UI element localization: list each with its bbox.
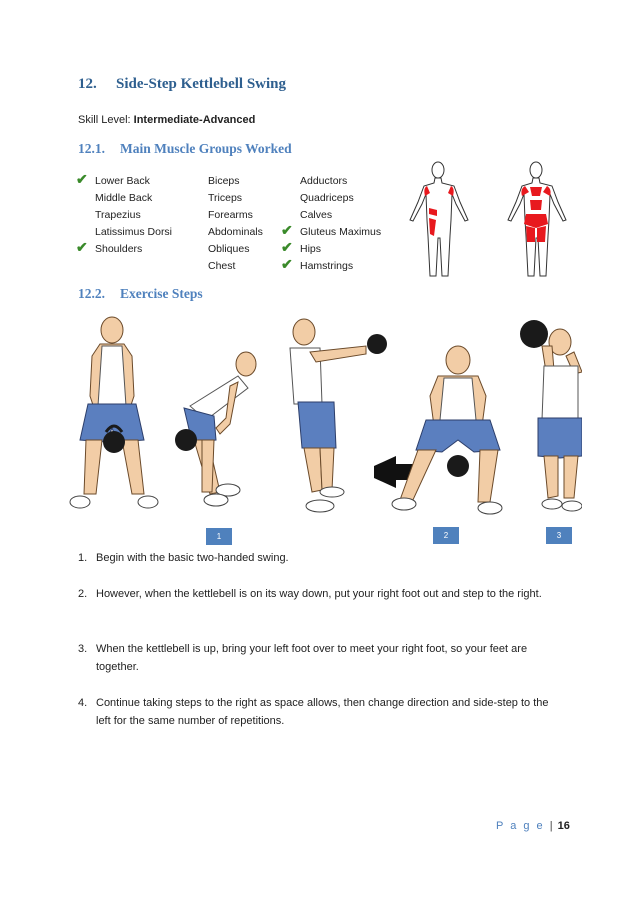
muscle-item: ✔Lower Back	[76, 171, 150, 187]
muscle-item: Adductors	[300, 175, 348, 187]
muscle-item: Biceps	[208, 175, 240, 187]
section-steps-title: Exercise Steps	[120, 286, 203, 301]
step-badge-1: 1	[206, 528, 232, 545]
heading-title: Side-Step Kettlebell Swing	[116, 76, 287, 92]
section-muscles-title: Main Muscle Groups Worked	[120, 141, 292, 156]
step-badge-2: 2	[433, 527, 459, 544]
check-icon: ✔	[281, 239, 293, 255]
heading-number: 12.	[78, 76, 97, 92]
muscle-item: ✔Gluteus Maximus	[281, 222, 382, 238]
muscle-item: ✔Shoulders	[76, 239, 143, 255]
check-icon: ✔	[281, 256, 293, 272]
page-label: P a g e	[496, 820, 545, 832]
step-item: 2.However, when the kettlebell is on its…	[78, 588, 542, 600]
muscle-item: ✔Hamstrings	[281, 256, 354, 272]
step-item: 3.When the kettlebell is up, bring your …	[78, 643, 528, 673]
muscle-column-2: Biceps Triceps Forearms Abdominals Obliq…	[208, 173, 263, 275]
step-item: 1.Begin with the basic two-handed swing.	[78, 552, 289, 564]
page-number: 16	[557, 820, 570, 832]
skill-value: Intermediate-Advanced	[133, 114, 256, 126]
figure-standing-hold	[69, 316, 159, 509]
figure-overhead	[520, 320, 582, 512]
muscle-item: Forearms	[208, 209, 253, 221]
check-icon: ✔	[76, 239, 88, 255]
muscle-item: Trapezius	[95, 209, 141, 221]
muscle-column-3: Adductors Quadriceps Calves ✔Gluteus Max…	[281, 173, 382, 275]
muscle-item: Latissimus Dorsi	[95, 226, 173, 238]
skill-level: Skill Level: Intermediate-Advanced	[78, 114, 255, 126]
check-icon: ✔	[76, 171, 88, 187]
step-badge-3: 3	[546, 527, 572, 544]
back-body-figure	[507, 161, 567, 277]
figure-arms-extended	[289, 318, 387, 513]
muscle-item: Chest	[208, 260, 236, 272]
muscle-item: Calves	[300, 209, 333, 221]
check-icon: ✔	[281, 222, 293, 238]
exercise-heading: 12. Side-Step Kettlebell Swing	[78, 76, 286, 93]
muscle-item: Abdominals	[208, 226, 263, 238]
muscle-item: Middle Back	[95, 192, 153, 204]
muscle-item: Triceps	[208, 192, 243, 204]
muscle-anatomy-diagram	[409, 161, 567, 277]
muscle-item: ✔Hips	[281, 239, 322, 255]
skill-label: Skill Level:	[78, 114, 131, 126]
section-muscles-heading: 12.1. Main Muscle Groups Worked	[78, 141, 292, 157]
front-body-figure	[409, 161, 469, 277]
figure-side-step	[391, 345, 503, 515]
muscle-item: Quadriceps	[300, 192, 354, 204]
section-steps-number: 12.2.	[78, 286, 105, 301]
muscle-item: Obliques	[208, 243, 250, 255]
page-footer: P a g e | 16	[496, 820, 570, 832]
exercise-illustration: .skin{fill:#f2cda6;stroke:#6b4a2a;stroke…	[69, 316, 582, 515]
section-steps-heading: 12.2. Exercise Steps	[78, 286, 203, 302]
figure-hip-hinge	[175, 351, 257, 507]
section-muscles-number: 12.1.	[78, 141, 105, 156]
page-separator: |	[549, 820, 553, 832]
step-item: 4.Continue taking steps to the right as …	[78, 697, 549, 727]
muscle-column-1: ✔Lower Back Middle Back Trapezius Latiss…	[76, 171, 173, 258]
